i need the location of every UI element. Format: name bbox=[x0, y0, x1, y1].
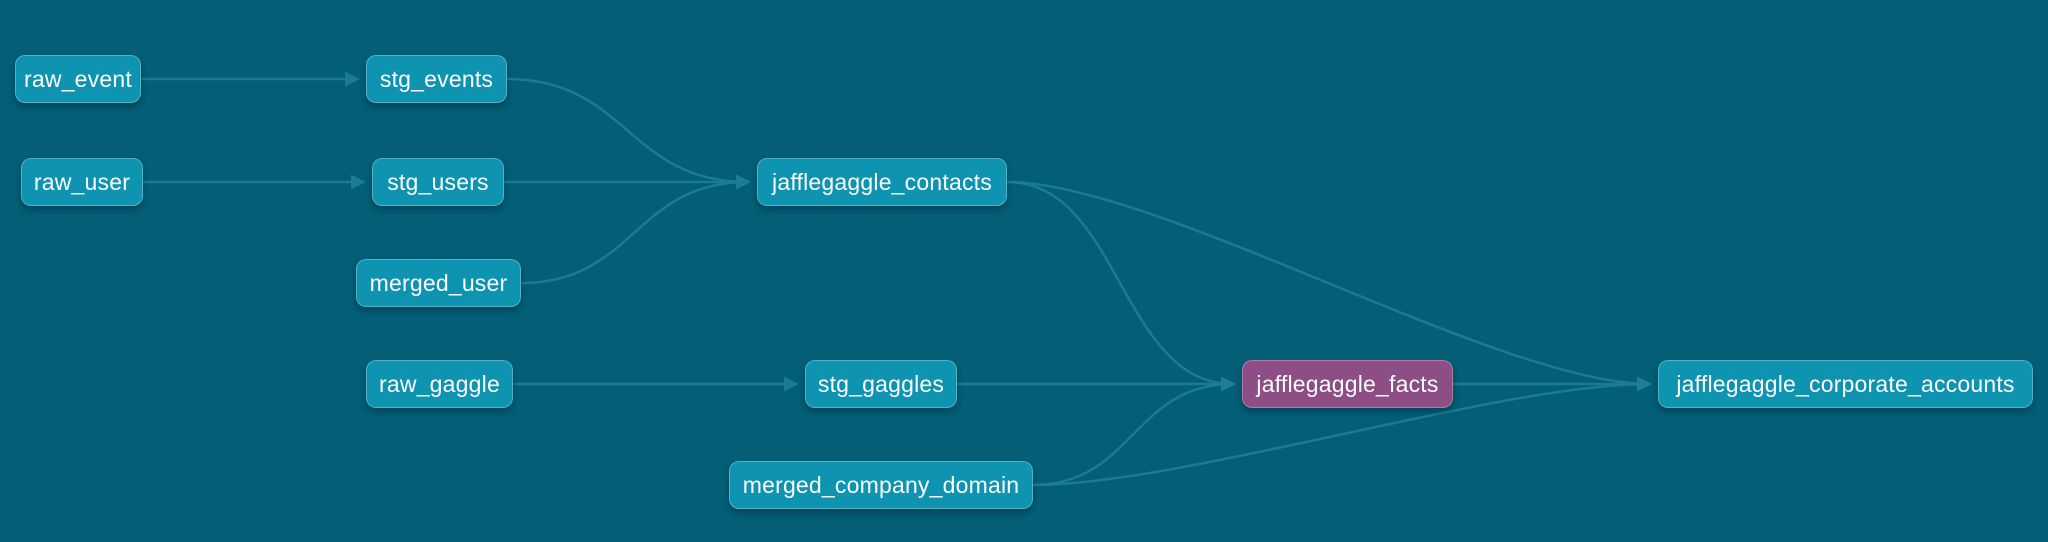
node-jafflegaggle_corporate_accounts[interactable]: jafflegaggle_corporate_accounts bbox=[1658, 360, 2033, 408]
node-label: jafflegaggle_facts bbox=[1256, 370, 1439, 397]
node-jafflegaggle_facts[interactable]: jafflegaggle_facts bbox=[1242, 360, 1453, 408]
edge-stg_events-to-jafflegaggle_contacts bbox=[506, 77, 751, 190]
node-stg_gaggles[interactable]: stg_gaggles bbox=[805, 360, 957, 408]
edge-merged_user-to-jafflegaggle_contacts bbox=[520, 174, 751, 285]
edge-jafflegaggle_contacts-to-jafflegaggle_facts bbox=[1006, 180, 1236, 392]
node-raw_event[interactable]: raw_event bbox=[15, 55, 141, 103]
node-raw_gaggle[interactable]: raw_gaggle bbox=[366, 360, 513, 408]
node-merged_company_domain[interactable]: merged_company_domain bbox=[729, 461, 1033, 509]
node-label: merged_user bbox=[369, 269, 508, 296]
node-merged_user[interactable]: merged_user bbox=[356, 259, 521, 307]
node-raw_user[interactable]: raw_user bbox=[21, 158, 143, 206]
node-label: raw_event bbox=[24, 65, 132, 92]
node-label: raw_gaggle bbox=[379, 370, 500, 397]
edge-jafflegaggle_contacts-to-jafflegaggle_corporate_accounts bbox=[1006, 180, 1652, 392]
node-label: stg_events bbox=[379, 65, 494, 92]
node-stg_users[interactable]: stg_users bbox=[372, 158, 504, 206]
node-label: stg_users bbox=[387, 168, 489, 195]
node-label: raw_user bbox=[33, 168, 131, 195]
node-label: jafflegaggle_contacts bbox=[772, 168, 992, 195]
node-label: jafflegaggle_corporate_accounts bbox=[1676, 370, 2015, 397]
node-jafflegaggle_contacts[interactable]: jafflegaggle_contacts bbox=[757, 158, 1007, 206]
edge-merged_company_domain-to-jafflegaggle_facts bbox=[1032, 376, 1236, 487]
node-stg_events[interactable]: stg_events bbox=[366, 55, 507, 103]
node-label: merged_company_domain bbox=[742, 471, 1020, 498]
node-label: stg_gaggles bbox=[817, 370, 945, 397]
